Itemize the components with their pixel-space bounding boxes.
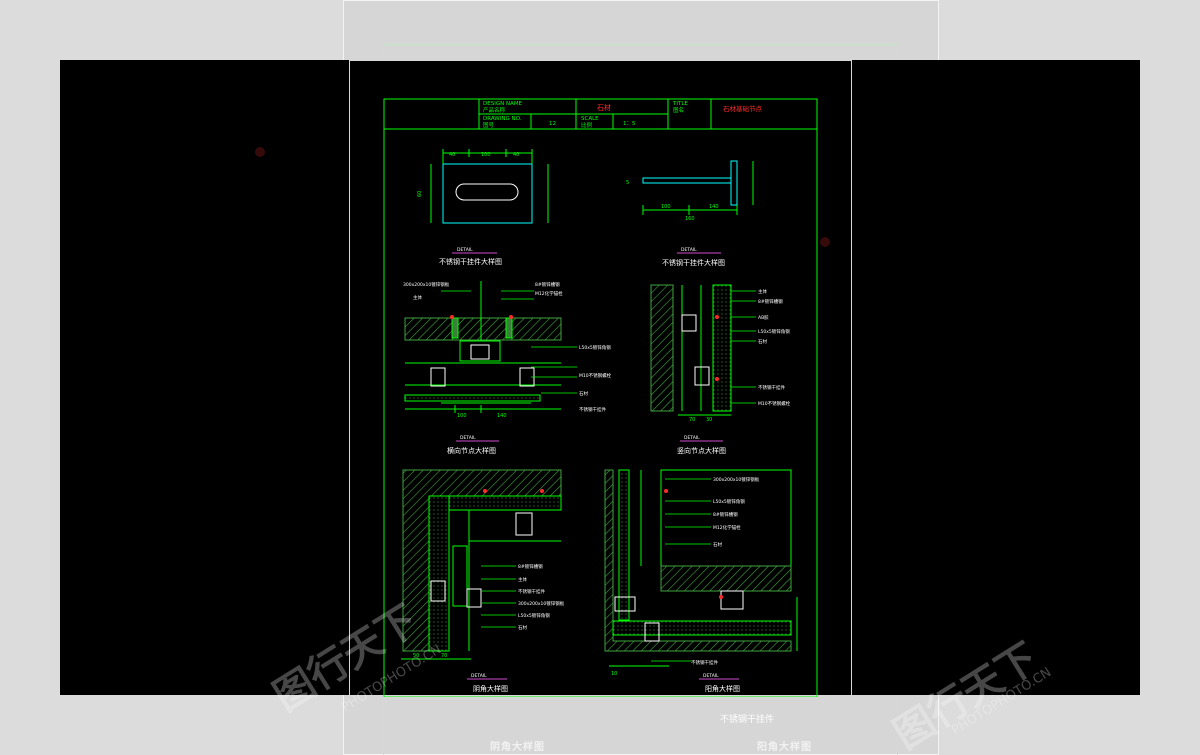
caption-hanger-plan: 不锈钢干挂件大样图 [439, 257, 502, 266]
annotation-bolt: M12化学锚栓 [535, 290, 563, 297]
annotation-v-stone: 石材 [758, 338, 767, 345]
annotation-wall: 主体 [413, 294, 422, 301]
dim-60: 60 [417, 191, 423, 197]
detail-hanger-section: 100 140 160 5 DETAIL 不锈钢干挂件大样图 [626, 160, 754, 267]
annotation-c1-wall: 主体 [518, 576, 527, 583]
cad-drawing: DESIGN NAME 产品名称 DRAWING NO. 图号 石材 12 SC… [383, 98, 818, 698]
annotation-c1-stone: 石材 [518, 624, 527, 631]
detail-tag-1: DETAIL [457, 247, 473, 253]
dim-10: 10 [611, 671, 617, 677]
annotation-steel-bolt: M10不锈钢螺栓 [579, 372, 612, 379]
title-drawing-title: 石材 [597, 103, 611, 112]
dim-50: 50 [413, 653, 419, 659]
title-count: 12 [549, 121, 556, 127]
annotation-c1-channel: 8#镀锌槽钢 [518, 563, 543, 570]
title-label-design-cn: 产品名称 [483, 106, 506, 114]
annotation-c1-angle: L50x5镀锌角钢 [518, 612, 550, 619]
annotation-hanger: 不锈钢干挂件 [579, 406, 606, 413]
fixing-markers [450, 315, 723, 599]
dim-70b: 70 [441, 653, 447, 659]
drawing-sheet: DESIGN NAME 产品名称 DRAWING NO. 图号 石材 12 SC… [349, 60, 852, 698]
title-label-title-cn: 图名 [673, 106, 684, 114]
dim-30: 30 [706, 417, 712, 423]
title-block: DESIGN NAME 产品名称 DRAWING NO. 图号 石材 12 SC… [384, 99, 817, 130]
title-scale: 1：5 [623, 121, 636, 127]
annotation-c1-hanger: 不锈钢干挂件 [518, 588, 545, 595]
dim-160: 160 [685, 216, 695, 222]
annotation-channel: 8#镀锌槽钢 [535, 281, 560, 288]
title-sheet-name: 石材基础节点 [723, 104, 763, 113]
ghost-caption-left: 阴角大样图 [490, 742, 545, 753]
title-label-design: DESIGN NAME [483, 101, 523, 107]
title-label-drawing-cn: 图号 [483, 121, 495, 129]
watermark-logo-dot-2 [820, 237, 830, 247]
annotation-c2-hanger: 不锈钢干挂件 [691, 659, 718, 666]
annotation-angle: L50x5镀锌角钢 [579, 344, 611, 351]
dim-40: 40 [449, 152, 455, 158]
detail-tag-3: DETAIL [460, 435, 476, 441]
annotation-plate: 300x200x10镀锌钢板 [403, 281, 450, 288]
dim-100c: 100 [457, 413, 467, 419]
caption-outer-corner: 阳角大样图 [705, 684, 740, 693]
detail-outer-corner: 10 300x200x10镀锌钢板 L50x5镀锌角钢 8#镀锌槽钢 M12化学… [604, 469, 798, 693]
ghost-caption-right: 阳角大样图 [757, 742, 812, 753]
annotation-v-glue: AB胶 [758, 314, 769, 321]
caption-hanger-section: 不锈钢干挂件大样图 [662, 258, 725, 267]
annotation-v-bolt: M10不锈钢螺栓 [758, 400, 791, 407]
detail-inner-corner: 50 70 8#镀锌槽钢 主体 不锈钢干挂件 300x200x10镀锌钢板 L5… [401, 469, 565, 693]
title-label-title: TITLE [672, 101, 688, 107]
annotation-c1-plate: 300x200x10镀锌钢板 [518, 600, 565, 607]
detail-tag-6: DETAIL [703, 673, 719, 679]
title-label-scale: SCALE [581, 116, 599, 122]
annotation-v-channel: 8#镀锌槽钢 [758, 298, 783, 305]
detail-horizontal-node: 100 140 300x200x10镀锌钢板 主体 8#镀锌槽钢 M12化学锚栓… [403, 281, 612, 455]
detail-tag-2: DETAIL [681, 247, 697, 253]
detail-hanger-plan: 40 100 40 60 DETAIL 不锈钢干挂件大样图 [417, 149, 549, 266]
caption-vertical-node: 竖向节点大样图 [677, 446, 726, 455]
annotation-c2-angle: L50x5镀锌角钢 [713, 498, 745, 505]
ghost-annotation: 不锈钢干挂件 [720, 715, 775, 725]
detail-vertical-node: 70 30 主体 8#镀锌槽钢 AB胶 L50x5镀锌角钢 石材 不锈钢干挂件 … [650, 284, 791, 455]
annotation-v-angle: L50x5镀锌角钢 [758, 328, 790, 335]
annotation-v-hanger: 不锈钢干挂件 [758, 384, 785, 391]
dim-100b: 100 [661, 204, 671, 210]
annotation-stone: 石材 [579, 390, 588, 397]
dim-5: 5 [626, 180, 629, 186]
dim-140: 140 [709, 204, 719, 210]
dim-100: 100 [481, 152, 491, 158]
detail-tag-5: DETAIL [471, 673, 487, 679]
annotation-v-wall: 主体 [758, 288, 767, 295]
detail-tag-4: DETAIL [684, 435, 700, 441]
caption-inner-corner: 阴角大样图 [473, 684, 508, 693]
title-label-drawing: DRAWING NO. [483, 116, 522, 122]
caption-horizontal-node: 横向节点大样图 [447, 446, 496, 455]
title-label-scale-cn: 比例 [581, 121, 593, 129]
annotation-c2-stone: 石材 [713, 541, 722, 548]
annotation-c2-channel: 8#镀锌槽钢 [713, 511, 738, 518]
annotation-c2-bolt: M12化学锚栓 [713, 524, 741, 531]
annotation-c2-plate: 300x200x10镀锌钢板 [713, 476, 760, 483]
dim-70: 70 [689, 417, 695, 423]
dim-40b: 40 [513, 152, 519, 158]
dim-140b: 140 [497, 413, 507, 419]
watermark-logo-dot [255, 147, 265, 157]
